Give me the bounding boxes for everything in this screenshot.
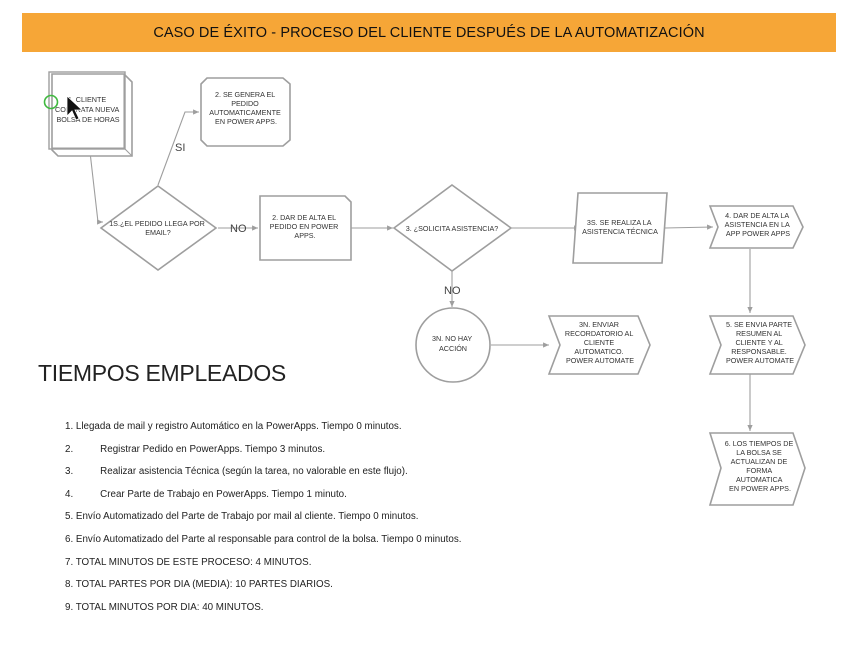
node-1-line-1: 1. CLIENTE	[68, 95, 107, 104]
decision-2-solicita-asistencia: 3. ¿SOLICITA ASISTENCIA?	[392, 184, 513, 272]
node-2-dar-alta-pedido: 2. DAR DE ALTA EL PEDIDO EN POWER APPS.	[259, 195, 352, 261]
node-1-line-2: CONTRATA NUEVA	[55, 105, 119, 114]
node-2-genera-pedido: 2. SE GENERA EL PEDIDO AUTOMATICAMENTE E…	[200, 77, 291, 147]
svg-text:3N. NO HAY ACCIÓN: 3N. NO HAY ACCIÓN	[432, 334, 474, 353]
label-no-1: NO	[230, 223, 247, 235]
svg-text:3S. SE REALIZA LA ASISTE: 3S. SE REALIZA LA ASISTENCIA TÉCNICA	[582, 218, 658, 236]
svg-text:6. LOS TIEMPOS DE LA BOL: 6. LOS TIEMPOS DE LA BOLSA SE ACTUALIZAN…	[725, 439, 796, 493]
svg-text:3. ¿SOLICITA ASISTENCIA?: 3. ¿SOLICITA ASISTENCIA?	[406, 224, 499, 233]
node-4-alta-asistencia: 4. DAR DE ALTA LA ASISTENCIA EN LA APP P…	[708, 205, 804, 249]
banner-title: CASO DE ÉXITO - PROCESO DEL CLIENTE DESP…	[153, 24, 705, 41]
node-3s-asistencia: 3S. SE REALIZA LA ASISTENCIA TÉCNICA	[572, 192, 668, 264]
node-3n-enviar-recordatorio: 3N. ENVIAR RECORDATORIO AL CLIENTE AUTOM…	[547, 315, 651, 375]
times-item: 3.Realizar asistencia Técnica (según la …	[65, 466, 408, 478]
times-item: 7. TOTAL MINUTOS DE ESTE PROCESO: 4 MINU…	[65, 556, 312, 568]
node-6-tiempos-bolsa: 6. LOS TIEMPOS DE LA BOLSA SE ACTUALIZAN…	[708, 432, 806, 506]
decision-1-llega-email: 1S.¿EL PEDIDO LLEGA POR EMAIL?	[99, 185, 218, 271]
times-item: 8. TOTAL PARTES POR DIA (MEDIA): 10 PART…	[65, 579, 333, 591]
node-1-cliente: 1. CLIENTE CONTRATA NUEVA BOLSA DE HORAS	[48, 71, 133, 157]
svg-text:2. DAR DE ALTA EL PEDIDO: 2. DAR DE ALTA EL PEDIDO EN POWER APPS.	[270, 213, 341, 240]
mouse-pointer-icon	[66, 95, 84, 121]
svg-text:4. DAR DE ALTA LA ASISTE: 4. DAR DE ALTA LA ASISTENCIA EN LA APP P…	[725, 211, 792, 238]
svg-text:1S.¿EL PEDIDO LLEGA POR: 1S.¿EL PEDIDO LLEGA POR EMAIL?	[109, 219, 207, 237]
title-banner: CASO DE ÉXITO - PROCESO DEL CLIENTE DESP…	[22, 13, 836, 52]
times-list: 1. Llegada de mail y registro Automático…	[65, 421, 461, 624]
node-3n-no-accion: 3N. NO HAY ACCIÓN	[415, 307, 491, 383]
svg-text:5. SE ENVIA PARTE RESUME: 5. SE ENVIA PARTE RESUMEN AL CLIENTE Y A…	[726, 320, 794, 365]
times-item: 5. Envío Automatizado del Parte de Traba…	[65, 511, 419, 523]
label-no-2: NO	[444, 285, 461, 297]
label-si: SI	[175, 142, 185, 154]
times-item: 4.Crear Parte de Trabajo en PowerApps. T…	[65, 488, 347, 500]
node-1-line-3: BOLSA DE HORAS	[56, 115, 119, 124]
edge-d1-n2-si	[157, 109, 199, 186]
edge-n1-d1	[89, 151, 103, 225]
cursor-ring-icon	[43, 94, 59, 110]
node-5-envia-parte: 5. SE ENVIA PARTE RESUMEN AL CLIENTE Y A…	[708, 315, 806, 375]
edge-n3s-n4	[664, 224, 714, 230]
svg-text:2. SE GENERA EL PEDIDO: 2. SE GENERA EL PEDIDO AUTOMATICAMENTE E…	[209, 90, 283, 126]
edges	[89, 109, 753, 431]
times-item: 2.Registrar Pedido en PowerApps. Tiempo …	[65, 443, 326, 455]
times-item: 1. Llegada de mail y registro Automático…	[65, 421, 402, 432]
times-item: 9. TOTAL MINUTOS POR DIA: 40 MINUTOS.	[65, 601, 264, 613]
times-title: TIEMPOS EMPLEADOS	[38, 360, 286, 386]
svg-text:3N. ENVIAR RECORDATORIO: 3N. ENVIAR RECORDATORIO AL CLIENTE AUTOM…	[565, 320, 635, 365]
node-1-text: 1. CLIENTE CONTRATA NUEVA BOLSA DE HORAS	[55, 95, 121, 124]
times-item: 6. Envío Automatizado del Parte al respo…	[65, 533, 462, 545]
